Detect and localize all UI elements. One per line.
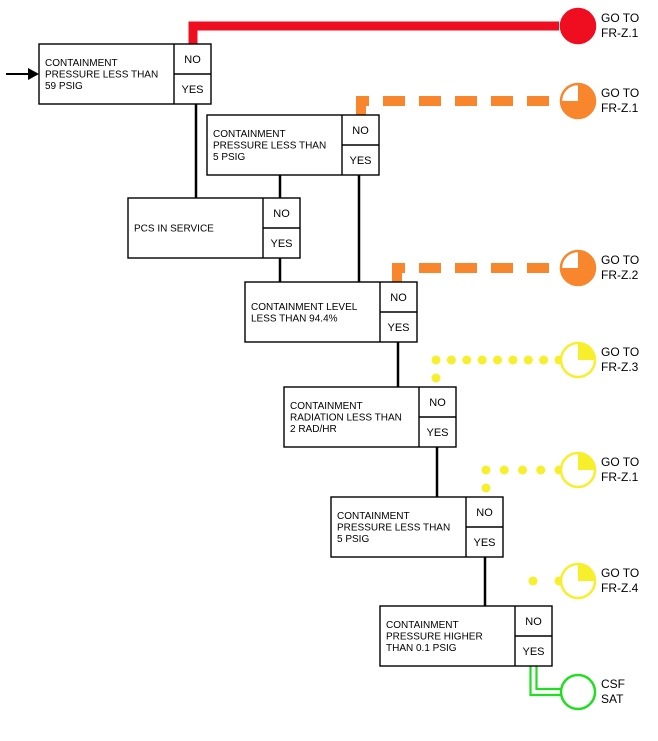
decision-text-line: CONTAINMENT LEVEL bbox=[251, 302, 358, 313]
target-label-line: GO TO bbox=[601, 455, 639, 469]
branch-dot bbox=[477, 355, 487, 365]
connector-lines bbox=[6, 68, 487, 606]
no-label: NO bbox=[525, 616, 542, 628]
no-branch-b5 bbox=[431, 355, 564, 383]
no-label: NO bbox=[429, 397, 446, 409]
branch-dot bbox=[481, 465, 491, 475]
yes-label: YES bbox=[349, 155, 371, 167]
target-circle-outline bbox=[559, 673, 597, 711]
target-fill bbox=[561, 9, 595, 43]
branch-dot bbox=[508, 355, 518, 365]
green-line-inner bbox=[535, 666, 561, 691]
decision-text-line: LESS THAN 94.4% bbox=[251, 313, 338, 324]
target-label-line: GO TO bbox=[601, 11, 639, 25]
branch-dot bbox=[518, 465, 527, 475]
branch-dot bbox=[536, 465, 546, 475]
branch-dot bbox=[462, 355, 472, 365]
decision-text-line: THAN 0.1 PSIG bbox=[386, 643, 457, 654]
target-fill-sector bbox=[578, 564, 595, 581]
branch-dot bbox=[431, 355, 441, 365]
no-label: NO bbox=[476, 507, 493, 519]
yes-label: YES bbox=[270, 238, 292, 250]
decision-text-line: PRESSURE HIGHER bbox=[386, 632, 483, 643]
no-label: NO bbox=[390, 292, 407, 304]
decision-text-line: CONTAINMENT bbox=[337, 511, 410, 522]
target-label-line: FR-Z.2 bbox=[601, 268, 639, 282]
target-label-line: SAT bbox=[601, 692, 624, 706]
decision-text-line: RADIATION LESS THAN bbox=[290, 413, 402, 424]
target-fill-sector bbox=[561, 84, 595, 118]
target-label-line: FR-Z.4 bbox=[601, 581, 639, 595]
target-label-line: FR-Z.1 bbox=[601, 26, 639, 40]
no-label: NO bbox=[273, 208, 290, 220]
decision-text-line: 59 PSIG bbox=[45, 81, 83, 92]
no-label: NO bbox=[352, 125, 369, 137]
target-label-line: CSF bbox=[601, 677, 625, 691]
yes-label: YES bbox=[522, 646, 544, 658]
target-label-line: GO TO bbox=[601, 566, 639, 580]
branch-dot bbox=[523, 355, 533, 365]
right-arrow-icon bbox=[28, 68, 39, 80]
target-fill-sector bbox=[578, 343, 595, 360]
target-label-line: FR-Z.3 bbox=[601, 360, 639, 374]
decision-text-line: CONTAINMENT bbox=[290, 401, 363, 412]
branch-dot bbox=[539, 355, 549, 365]
branch-dot bbox=[431, 373, 441, 383]
yes-label: YES bbox=[181, 84, 203, 96]
yes-label: YES bbox=[426, 427, 448, 439]
no-label: NO bbox=[184, 54, 201, 66]
no-branch-b1 bbox=[188, 21, 559, 44]
target-label-line: GO TO bbox=[601, 86, 639, 100]
no-branch-b2 bbox=[356, 96, 559, 115]
branch-dot bbox=[493, 355, 502, 365]
decision-text-line: PRESSURE LESS THAN bbox=[213, 141, 326, 152]
decision-text-line: 2 RAD/HR bbox=[290, 424, 337, 435]
branch-dot bbox=[499, 465, 509, 475]
target-fill-sector bbox=[578, 453, 595, 470]
no-branch-b4 bbox=[392, 263, 559, 282]
decision-text-line: 5 PSIG bbox=[213, 152, 245, 163]
target-label-line: GO TO bbox=[601, 253, 639, 267]
decision-box-b3: PCS IN SERVICE NO YES bbox=[127, 197, 301, 259]
yes-branch-final bbox=[529, 666, 561, 697]
no-branch-b7 bbox=[528, 576, 564, 586]
target-label-line: FR-Z.1 bbox=[601, 101, 639, 115]
decision-text-line: PRESSURE LESS THAN bbox=[337, 523, 450, 534]
target-label-line: FR-Z.1 bbox=[601, 470, 639, 484]
branch-dot bbox=[528, 576, 538, 586]
decision-text-line: 5 PSIG bbox=[337, 534, 369, 545]
green-line-outer bbox=[529, 666, 561, 697]
target-fill-sector bbox=[561, 251, 595, 285]
yes-label: YES bbox=[387, 322, 409, 334]
decision-text-line: PCS IN SERVICE bbox=[134, 224, 214, 235]
decision-text-line: PRESSURE LESS THAN bbox=[45, 70, 158, 81]
decision-text-line: CONTAINMENT bbox=[45, 58, 118, 69]
decision-text-line: CONTAINMENT bbox=[213, 129, 286, 140]
branch-dot bbox=[446, 355, 456, 365]
branch-dot bbox=[481, 483, 491, 493]
decision-text-line: CONTAINMENT bbox=[386, 620, 459, 631]
no-branch-b6 bbox=[481, 465, 564, 493]
yes-label: YES bbox=[473, 537, 495, 549]
target-label-line: GO TO bbox=[601, 345, 639, 359]
